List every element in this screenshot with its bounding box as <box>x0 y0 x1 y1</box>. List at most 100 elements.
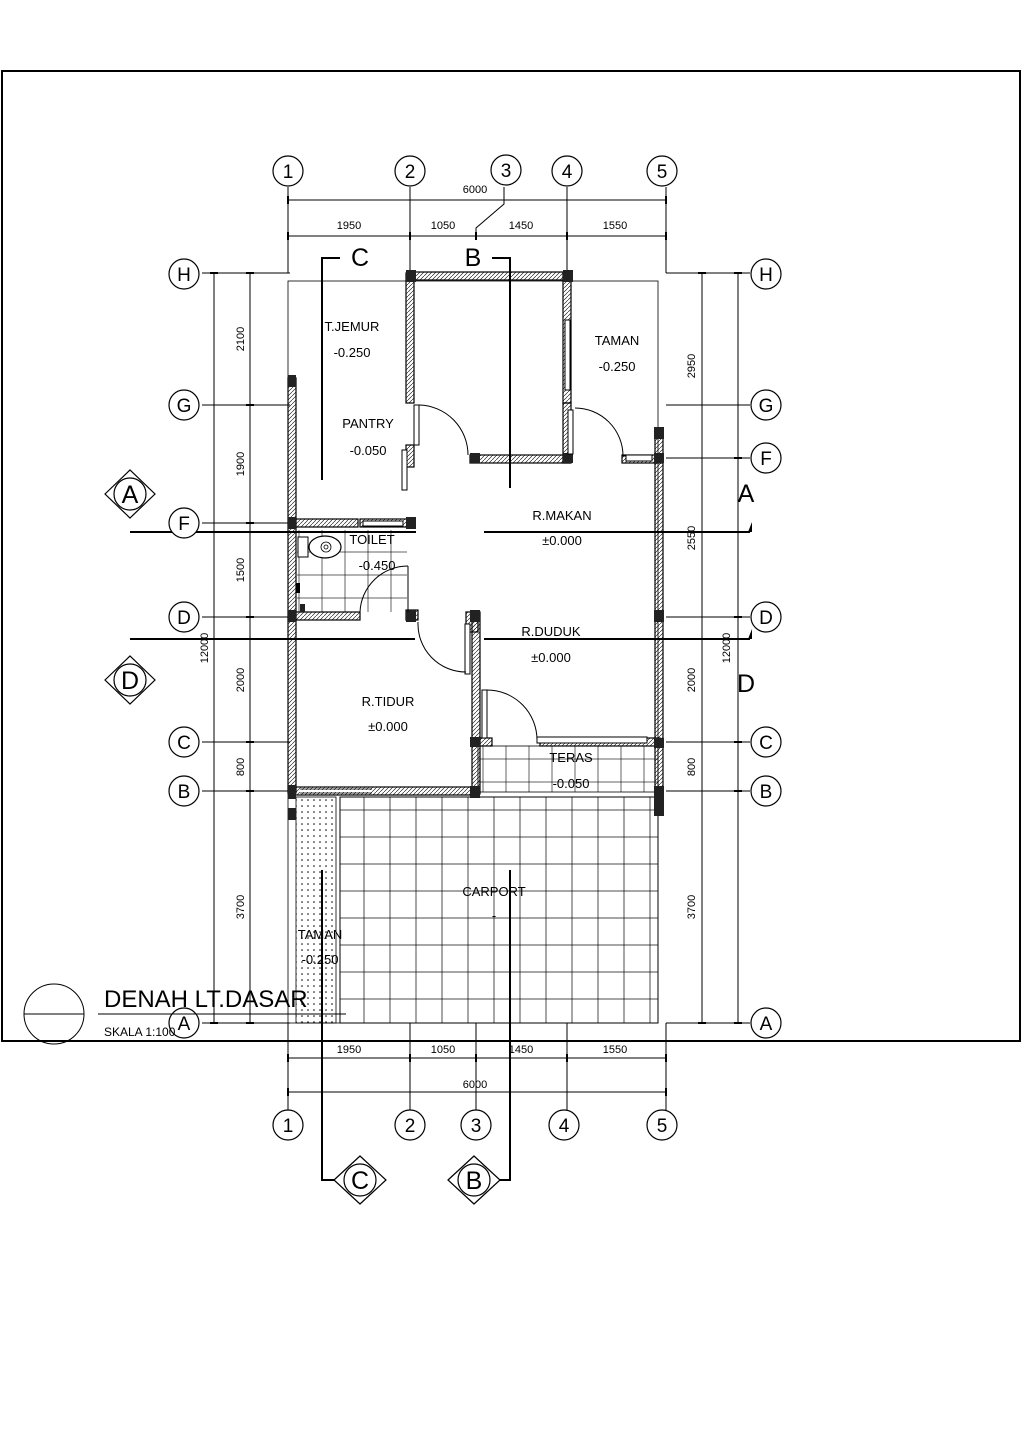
room-level-teras: -0.050 <box>553 776 590 791</box>
section-d-arrow <box>748 629 752 639</box>
garden-gravel <box>295 796 337 1024</box>
room-level-rduduk: ±0.000 <box>531 650 571 665</box>
dim-right-2: 2550 <box>686 526 698 550</box>
section-label-d-left: D <box>121 667 139 695</box>
axis-labels-right: H G F D C B A <box>759 265 774 1035</box>
grid-lines <box>202 187 750 1110</box>
dim-right-3: 2000 <box>686 668 698 692</box>
room-level-carport: - <box>492 908 496 923</box>
dim-left-6: 3700 <box>235 895 247 919</box>
axis-label-right-h: H <box>759 265 773 286</box>
axis-label-top-2: 2 <box>405 162 416 183</box>
dimension-labels-right: 12000 2950 2550 2000 800 3700 <box>686 354 733 919</box>
room-name-taman-bottom: TAMAN <box>298 927 343 942</box>
room-level-taman-top: -0.250 <box>599 359 636 374</box>
dim-right-1: 2950 <box>686 354 698 378</box>
dim-bottom-4: 1550 <box>603 1044 627 1056</box>
section-label-a-left: A <box>122 481 139 509</box>
title-block: DENAH LT.DASAR SKALA 1:100 <box>23 983 346 1045</box>
axis-label-top-3: 3 <box>501 161 512 182</box>
room-level-pantry: -0.050 <box>350 443 387 458</box>
section-marker-d-left <box>104 655 156 705</box>
room-name-tjemur: T.JEMUR <box>325 319 380 334</box>
dim-top-4: 1550 <box>603 220 627 232</box>
axis-label-top-5: 5 <box>657 162 668 183</box>
axis-label-right-f: F <box>760 449 772 470</box>
room-name-rduduk: R.DUDUK <box>521 624 581 639</box>
section-label-d-right: D <box>737 670 755 698</box>
axis-label-right-d: D <box>759 608 773 629</box>
axis-label-left-d: D <box>177 608 191 629</box>
axis-label-right-g: G <box>759 396 774 417</box>
room-level-rmakan: ±0.000 <box>542 533 582 548</box>
axis-label-left-b: B <box>178 782 191 803</box>
dim-bottom-2: 1050 <box>431 1044 455 1056</box>
axis-labels-bottom: 1 2 3 4 5 <box>283 1116 668 1137</box>
toilet-fixture <box>296 535 342 593</box>
axis-label-left-g: G <box>177 396 192 417</box>
axis-label-right-a: A <box>760 1014 773 1035</box>
dim-left-4: 2000 <box>235 668 247 692</box>
doors <box>359 319 653 744</box>
axis-label-bottom-3: 3 <box>471 1116 482 1137</box>
teras-tiles <box>477 745 659 793</box>
section-marker-a-left <box>104 469 156 519</box>
room-name-pantry: PANTRY <box>342 416 394 431</box>
axis-label-bottom-4: 4 <box>559 1116 570 1137</box>
dim-bottom-3: 1450 <box>509 1044 533 1056</box>
section-a-arrow <box>748 522 752 532</box>
section-label-a-right: A <box>738 480 755 508</box>
axis-label-left-a: A <box>178 1014 191 1035</box>
room-name-rtidur: R.TIDUR <box>362 694 415 709</box>
dim-top-1: 1950 <box>337 220 361 232</box>
room-name-taman-top: TAMAN <box>595 333 640 348</box>
section-marker-c-bottom <box>333 1155 387 1205</box>
carport-tiles <box>339 796 659 1024</box>
axis-bubbles <box>168 154 782 1141</box>
axis-label-bottom-2: 2 <box>405 1116 416 1137</box>
room-name-rmakan: R.MAKAN <box>532 508 591 523</box>
dim-right-total: 12000 <box>721 633 733 664</box>
dimension-labels: 6000 1950 1050 1450 1550 1950 1050 1450 … <box>337 184 627 1091</box>
room-level-rtidur: ±0.000 <box>368 719 408 734</box>
axis-label-left-h: H <box>177 265 191 286</box>
axis-label-left-f: F <box>178 514 190 535</box>
dim-top-total: 6000 <box>463 184 487 196</box>
axis-labels-top: 1 2 3 4 5 <box>283 161 668 183</box>
dim-right-5: 3700 <box>686 895 698 919</box>
section-marker-b-bottom <box>447 1155 501 1205</box>
axis-label-bottom-1: 1 <box>283 1116 294 1137</box>
dim-left-1: 2100 <box>235 327 247 351</box>
room-labels: T.JEMUR -0.250 PANTRY -0.050 TAMAN -0.25… <box>298 319 640 967</box>
drawing-title: DENAH LT.DASAR <box>104 986 308 1013</box>
axis-label-bottom-5: 5 <box>657 1116 668 1137</box>
dim-left-3: 1500 <box>235 558 247 582</box>
room-level-taman-bottom: -0.250 <box>302 952 339 967</box>
axis-label-top-4: 4 <box>562 162 573 183</box>
room-level-toilet: -0.450 <box>359 558 396 573</box>
axis-labels-left: H G F D C B A <box>177 265 192 1035</box>
dim-bottom-1: 1950 <box>337 1044 361 1056</box>
dim-left-2: 1900 <box>235 452 247 476</box>
columns <box>288 270 664 820</box>
room-name-carport: CARPORT <box>462 884 525 899</box>
section-label-b-top: B <box>465 244 482 272</box>
axis-label-right-c: C <box>759 733 773 754</box>
dim-top-3: 1450 <box>509 220 533 232</box>
dim-left-5: 800 <box>235 758 247 776</box>
section-label-b-bottom: B <box>466 1167 483 1195</box>
section-label-c-top: C <box>351 244 369 272</box>
axis-label-top-1: 1 <box>283 162 294 183</box>
room-name-teras: TERAS <box>549 750 593 765</box>
dim-right-4: 800 <box>686 758 698 776</box>
room-level-tjemur: -0.250 <box>334 345 371 360</box>
room-name-toilet: TOILET <box>349 532 394 547</box>
dim-bottom-total: 6000 <box>463 1079 487 1091</box>
dim-left-total: 12000 <box>199 633 211 664</box>
axis-label-left-c: C <box>177 733 191 754</box>
dimension-labels-left: 12000 2100 1900 1500 2000 800 3700 <box>199 327 247 919</box>
axis-label-right-b: B <box>760 782 773 803</box>
drawing-scale: SKALA 1:100 <box>104 1025 176 1039</box>
dim-top-2: 1050 <box>431 220 455 232</box>
